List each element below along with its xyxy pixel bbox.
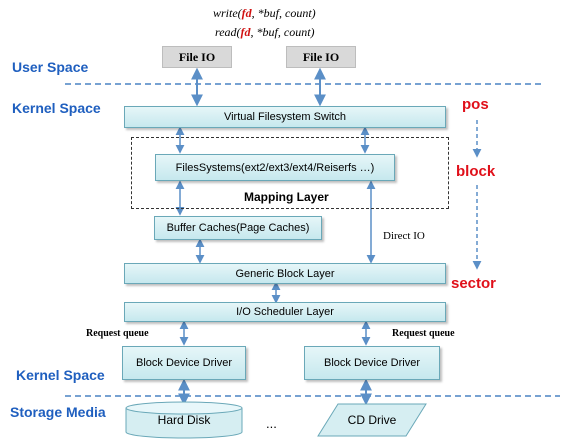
block-label: block bbox=[456, 163, 496, 180]
buffer-caches-box: Buffer Caches(Page Caches) bbox=[154, 216, 322, 240]
file-io-left-box: File IO bbox=[162, 46, 232, 68]
storage-media-label: Storage Media bbox=[10, 404, 106, 420]
generic-block-layer-box: Generic Block Layer bbox=[124, 263, 446, 284]
block-device-driver-left-box: Block Device Driver bbox=[122, 346, 246, 380]
request-queue-right-label: Request queue bbox=[392, 328, 455, 339]
file-io-right-box: File IO bbox=[286, 46, 356, 68]
kernel-space-bottom-label: Kernel Space bbox=[16, 367, 105, 383]
request-queue-left-label: Request queue bbox=[86, 328, 149, 339]
hard-disk-shape bbox=[125, 401, 243, 439]
kernel-space-top-label: Kernel Space bbox=[12, 100, 101, 116]
hard-disk-label: Hard Disk bbox=[157, 413, 211, 427]
pos-label: pos bbox=[462, 96, 489, 113]
read-call: read(fd, *buf, count) bbox=[215, 25, 315, 39]
cd-drive-label: CD Drive bbox=[347, 413, 397, 427]
user-space-label: User Space bbox=[12, 59, 89, 75]
cd-drive-shape bbox=[317, 403, 427, 437]
storage-ellipsis: ... bbox=[266, 416, 277, 431]
sector-label: sector bbox=[451, 275, 497, 292]
vfs-layer-box: Virtual Filesystem Switch bbox=[124, 106, 446, 128]
mapping-layer-region bbox=[131, 137, 449, 209]
io-scheduler-layer-box: I/O Scheduler Layer bbox=[124, 302, 446, 322]
block-device-driver-right-box: Block Device Driver bbox=[304, 346, 440, 380]
direct-io-label: Direct IO bbox=[383, 230, 425, 242]
write-call: write(fd, *buf, count) bbox=[213, 6, 316, 20]
filesystems-box: FilesSystems(ext2/ext3/ext4/Reiserfs …) bbox=[155, 154, 395, 181]
mapping-layer-label: Mapping Layer bbox=[244, 190, 329, 204]
